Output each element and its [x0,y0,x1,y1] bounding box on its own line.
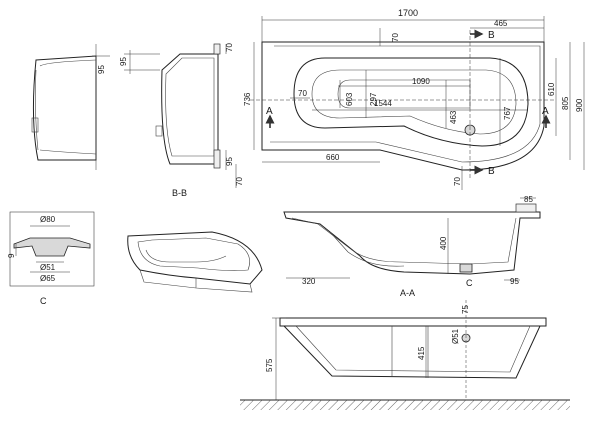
end-view-left [31,44,110,170]
plan-inner-length-1090: 1090 [412,77,430,86]
bb-bottom-95: 95 [225,157,234,166]
plan-waste-offset-463: 463 [449,110,458,124]
detail-c [9,211,95,287]
detail-c-caption: C [40,296,47,306]
section-bb [124,43,237,188]
section-aa [283,197,541,281]
plan-width-900: 900 [575,98,584,112]
plan-arrow-b-bottom: B [488,166,495,177]
plan-inner-width-603: 603 [345,92,354,106]
front-offset-75: 75 [461,305,470,314]
front-height-415: 415 [417,346,426,360]
section-bb-caption: B-B [172,188,187,198]
end-view-height-95: 95 [97,65,106,74]
front-dia-51: Ø51 [451,328,460,344]
plan-inner-offset-70: 70 [298,89,307,98]
aa-foot-95: 95 [510,277,519,286]
plan-width-610: 610 [547,82,556,96]
detail-c-dia-80: Ø80 [40,215,56,224]
plan-view [250,16,585,190]
plan-bottom-gap-70: 70 [453,177,462,186]
aa-offset-320: 320 [302,277,316,286]
bb-foot-70: 70 [235,177,244,186]
bb-height-95: 95 [119,57,128,66]
bb-top-rim-70: 70 [225,43,234,52]
plan-arrow-a-left: A [266,106,273,117]
plan-right-inner-767: 767 [503,106,512,120]
front-height-575: 575 [265,358,274,372]
detail-c-dia-51: Ø51 [40,263,56,272]
aa-label-c: C [466,278,473,288]
bath-3d-view [127,231,263,293]
plan-end-width-465: 465 [494,19,508,28]
plan-wall-gap-70: 70 [391,33,400,42]
section-aa-caption: A-A [400,288,415,298]
aa-depth-400: 400 [439,236,448,250]
plan-arrow-a-right: A [542,106,549,117]
plan-arrow-b-top: B [488,30,495,41]
aa-rim-85: 85 [524,195,533,204]
plan-inner-width-297: 297 [369,92,378,106]
plan-width-805: 805 [561,96,570,110]
plan-left-width-736: 736 [243,92,252,106]
detail-c-height-9: 9 [7,253,16,258]
plan-inner-length-1544: 1544 [374,99,392,108]
plan-overall-length-1700: 1700 [398,8,418,18]
plan-bottom-length-660: 660 [326,153,340,162]
detail-c-dia-65: Ø65 [40,274,56,283]
front-view [240,300,570,410]
